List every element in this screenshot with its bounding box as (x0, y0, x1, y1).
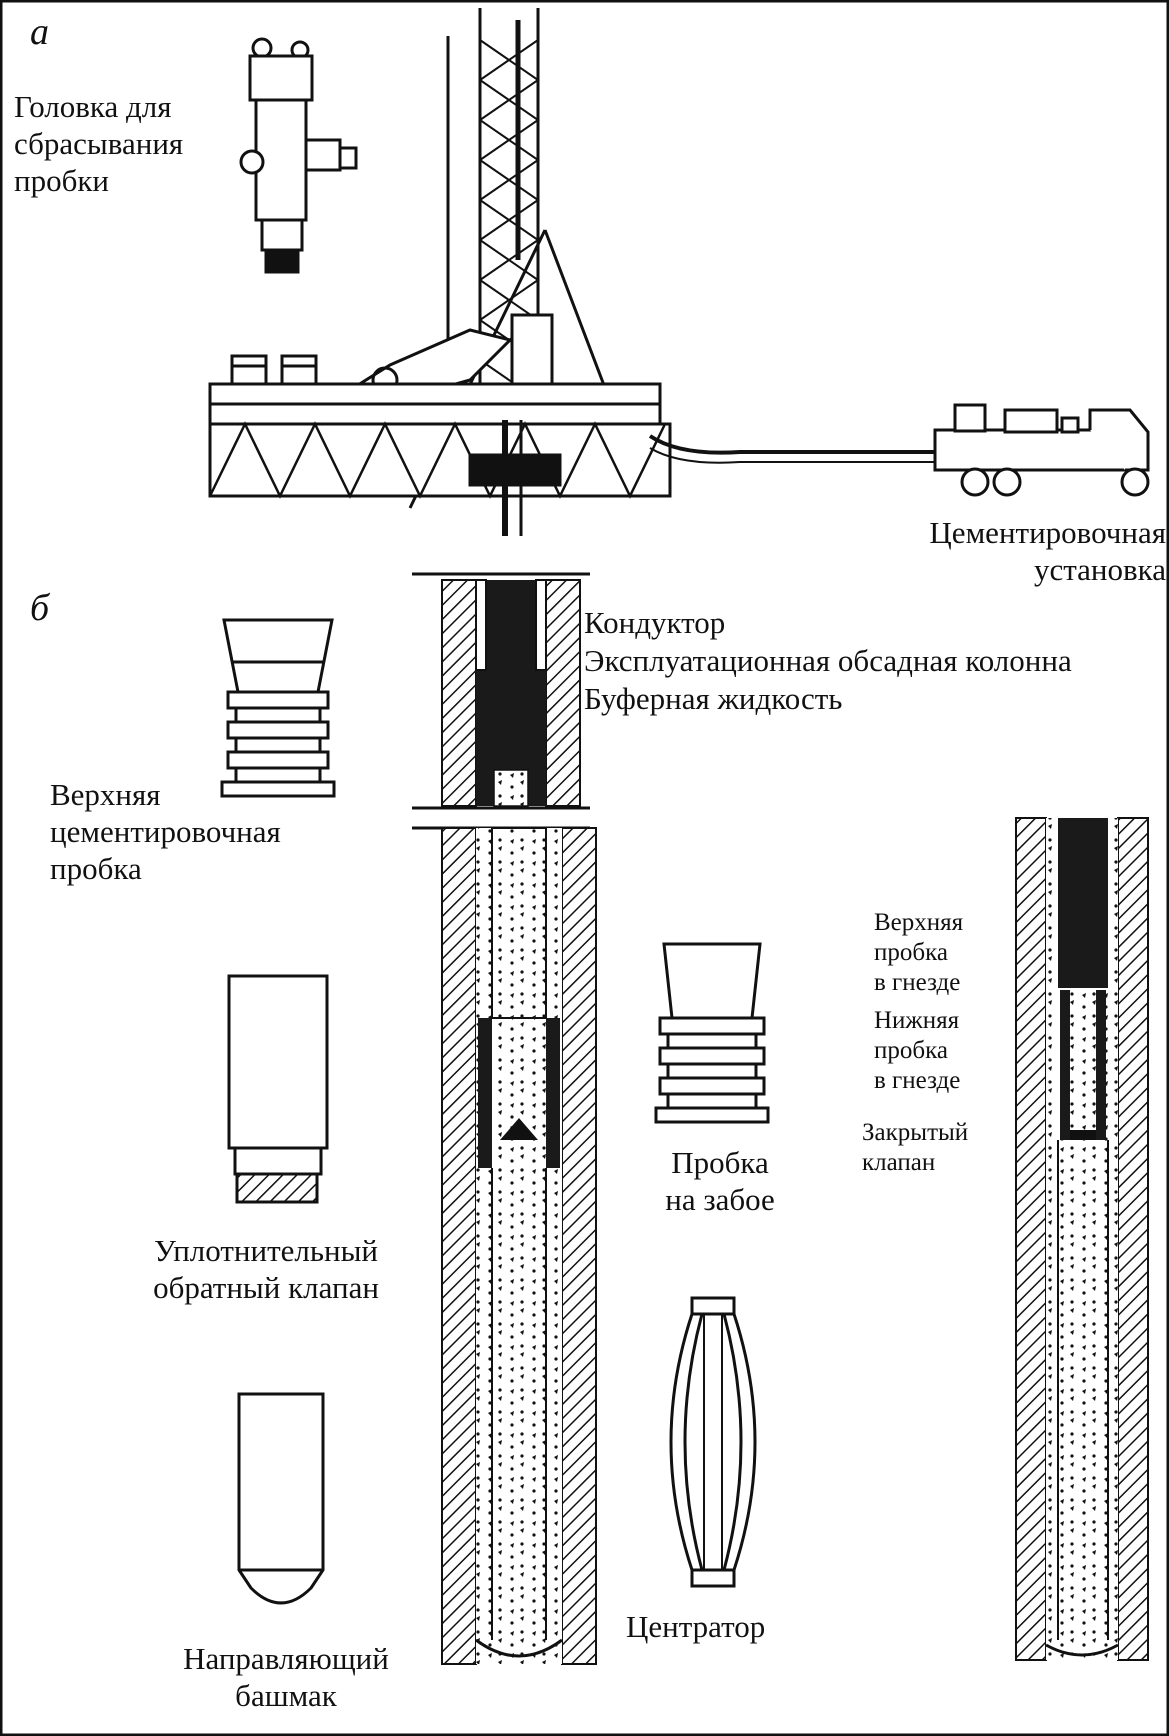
label-check-valve: Уплотнительный обратный клапан (153, 1233, 379, 1305)
label-spacer-fluid: Буферная жидкость (584, 681, 843, 716)
label-top-plug: Верхняя цементировочная пробка (50, 777, 281, 886)
panel-letter-b: б (30, 587, 50, 629)
label-conductor: Кондуктор (584, 605, 726, 640)
centralizer-drawing (669, 1296, 757, 1588)
well-column-right (1015, 817, 1149, 1661)
label-bottom-plug: Пробка на забое (665, 1145, 775, 1217)
label-bottom-plug-seated: Нижняя пробка в гнезде (874, 1007, 961, 1094)
check-valve-drawing (227, 974, 329, 1204)
cementing-truck-drawing (933, 403, 1150, 497)
label-closed-valve: Закрытый клапан (862, 1119, 969, 1176)
top-plug-drawing (220, 618, 336, 798)
label-cementing-unit: Цементировочная установка (929, 515, 1166, 587)
well-column-bottom (441, 827, 597, 1665)
plug-head-drawing (239, 37, 358, 274)
label-production-casing: Эксплуатационная обсадная колонна (584, 643, 1072, 678)
label-top-plug-seated: Верхняя пробка в гнезде (874, 909, 964, 996)
panel-letter-a: а (30, 11, 49, 53)
well-column-top (412, 572, 590, 830)
bottom-plug-drawing (654, 942, 770, 1124)
label-plug-head: Головка для сбрасывания пробки (14, 89, 184, 198)
label-guide-shoe: Направляющий башмак (183, 1641, 389, 1713)
guide-shoe-drawing (237, 1392, 325, 1605)
drilling-rig-drawing (208, 8, 940, 536)
label-centralizer: Центратор (626, 1609, 766, 1644)
